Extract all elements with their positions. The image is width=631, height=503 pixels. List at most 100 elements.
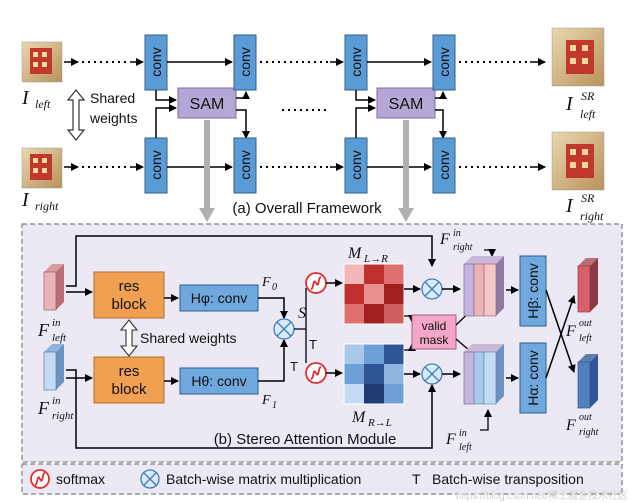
conv-box-bottom-1: conv xyxy=(144,137,168,194)
shared-weights-line1: Shared xyxy=(90,90,135,106)
h-alpha-conv: Hα: conv xyxy=(519,342,547,414)
concat-tensor-bottom xyxy=(463,344,504,405)
svg-text:conv: conv xyxy=(148,47,164,77)
shared-weights-sam: Shared weights xyxy=(140,330,237,346)
softmax-legend-icon xyxy=(30,469,50,489)
i-sr-left-sup: SR xyxy=(581,89,595,103)
valid-mask-box: valid mask xyxy=(411,314,457,350)
conv-box-bottom-3: conv xyxy=(344,137,368,194)
res-block-bottom: res block xyxy=(93,356,165,404)
concat-tensor-top xyxy=(463,256,504,317)
h-theta-conv: Hθ: conv xyxy=(179,367,259,395)
svg-text:block: block xyxy=(111,381,147,398)
f-in-left-label: F xyxy=(37,320,50,340)
left-input-image xyxy=(21,41,63,83)
svg-text:0: 0 xyxy=(272,282,277,293)
conv-box-top-4: conv xyxy=(432,34,456,91)
shared-weights-arrow xyxy=(66,89,86,141)
svg-text:left: left xyxy=(52,332,67,344)
output-tensor-left xyxy=(577,258,598,313)
caption-overall: (a) Overall Framework xyxy=(232,200,382,217)
matmul-icon-bottom xyxy=(421,363,443,385)
svg-text:in: in xyxy=(52,395,61,407)
svg-text:SAM: SAM xyxy=(389,96,424,113)
svg-text:L→R: L→R xyxy=(363,253,388,265)
conv-box-top-3: conv xyxy=(344,34,368,91)
svg-text:Hφ: conv: Hφ: conv xyxy=(191,290,248,306)
f-in-right-label: F xyxy=(37,398,50,418)
i-left-sub: left xyxy=(35,97,51,111)
svg-text:conv: conv xyxy=(436,47,452,77)
svg-text:Hβ: conv: Hβ: conv xyxy=(525,263,541,319)
shared-weights-arrow-sam xyxy=(119,319,139,357)
svg-text:Hα: conv: Hα: conv xyxy=(525,350,541,406)
s-label: S xyxy=(298,305,306,322)
svg-text:conv: conv xyxy=(148,150,164,180)
i-left-label: I xyxy=(21,87,30,109)
attention-matrix-lr xyxy=(343,263,405,325)
svg-text:right: right xyxy=(579,427,599,438)
legend-matmul: Batch-wise matrix multiplication xyxy=(166,471,361,487)
svg-text:res: res xyxy=(119,278,140,295)
left-sr-image xyxy=(551,27,605,87)
i-sr-left-label: I xyxy=(565,93,574,115)
attention-matrix-rl xyxy=(343,343,405,405)
f-in-right-top-label: F xyxy=(439,231,450,248)
legend-transpose: Batch-wise transposition xyxy=(432,471,584,487)
svg-text:res: res xyxy=(119,363,140,380)
right-input-image xyxy=(21,147,63,189)
legend-t: T xyxy=(412,471,421,487)
f-out-left-label: F xyxy=(565,323,576,340)
f1-label: F xyxy=(261,393,271,408)
i-right-label: I xyxy=(21,189,30,211)
caption-sam: (b) Stereo Attention Module xyxy=(214,431,397,448)
stereo-attention-module: F in left F in right res block res block xyxy=(21,223,623,463)
svg-text:conv: conv xyxy=(237,47,253,77)
sam-box-2: SAM xyxy=(376,87,436,119)
svg-text:block: block xyxy=(111,296,147,313)
sam-box-1: SAM xyxy=(177,87,237,119)
softmax-icon-bottom xyxy=(305,362,327,384)
legend-softmax: softmax xyxy=(56,471,105,487)
svg-text:mask: mask xyxy=(420,333,450,347)
f-in-left-bottom-label: F xyxy=(445,431,456,448)
svg-text:left: left xyxy=(579,333,592,344)
svg-text:right: right xyxy=(453,242,473,253)
input-tensor-left xyxy=(43,264,64,311)
softmax-icon-top xyxy=(305,272,327,294)
right-sr-image xyxy=(551,131,605,191)
svg-text:out: out xyxy=(579,318,592,329)
input-tensor-right xyxy=(43,344,64,391)
i-sr-right-label: I xyxy=(565,195,574,217)
matmul-icon-top xyxy=(421,278,443,300)
svg-text:in: in xyxy=(459,428,467,439)
i-right-sub: right xyxy=(35,199,59,213)
legend: softmax Batch-wise matrix multiplication… xyxy=(21,463,623,495)
conv-box-top-2: conv xyxy=(233,34,257,91)
f-out-right-label: F xyxy=(565,417,576,434)
shared-weights-line2: weights xyxy=(89,110,137,126)
svg-text:left: left xyxy=(459,442,472,453)
overall-framework: I left I right Shared weights conv conv … xyxy=(21,27,605,223)
svg-text:SAM: SAM xyxy=(190,96,225,113)
svg-text:in: in xyxy=(453,228,461,239)
f0-label: F xyxy=(261,275,271,290)
i-sr-right-sup: SR xyxy=(581,191,595,205)
i-sr-right-sub: right xyxy=(580,209,604,223)
svg-text:conv: conv xyxy=(348,150,364,180)
output-tensor-right xyxy=(577,354,598,409)
svg-text:out: out xyxy=(579,412,592,423)
svg-text:conv: conv xyxy=(436,150,452,180)
svg-text:1: 1 xyxy=(272,400,277,411)
h-beta-conv: Hβ: conv xyxy=(519,255,547,327)
transpose-t-1: T xyxy=(290,359,298,374)
conv-box-bottom-4: conv xyxy=(432,137,456,194)
m-lr-label: M xyxy=(347,245,363,262)
i-sr-left-sub: left xyxy=(580,107,596,121)
svg-text:right: right xyxy=(52,410,74,422)
conv-box-top-1: conv xyxy=(144,34,168,91)
matmul-icon-s xyxy=(273,318,295,340)
transpose-t-2: T xyxy=(309,337,317,352)
matmul-legend-icon xyxy=(140,469,160,489)
